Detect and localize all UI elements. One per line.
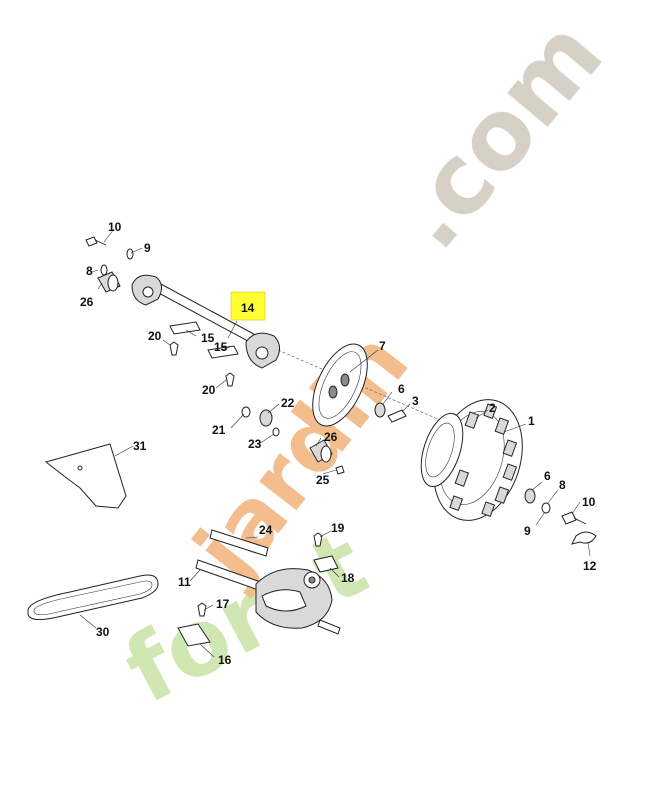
label-14-highlighted[interactable]: 14 <box>241 301 255 315</box>
label-10-top[interactable]: 10 <box>108 220 122 234</box>
gear-parts <box>241 406 345 475</box>
label-26-top[interactable]: 26 <box>80 295 94 309</box>
label-12[interactable]: 12 <box>583 559 597 573</box>
label-3[interactable]: 3 <box>412 394 419 408</box>
highlight-box <box>230 291 266 321</box>
hub-disc <box>312 343 368 427</box>
axle-assembly <box>85 236 441 421</box>
label-7[interactable]: 7 <box>379 339 386 353</box>
label-23[interactable]: 23 <box>248 437 262 451</box>
label-15-upper[interactable]: 15 <box>201 331 215 345</box>
label-19[interactable]: 19 <box>331 521 345 535</box>
label-2[interactable]: 2 <box>489 401 496 415</box>
label-31[interactable]: 31 <box>133 439 147 453</box>
label-22[interactable]: 22 <box>281 396 295 410</box>
label-6-lower[interactable]: 6 <box>544 469 551 483</box>
label-1[interactable]: 1 <box>528 414 535 428</box>
part-labels: 10 9 8 26 14 20 15 15 20 7 6 3 2 1 22 21… <box>80 220 597 667</box>
wheel-fasteners <box>524 488 597 545</box>
cover-plate <box>44 443 127 509</box>
label-9-top[interactable]: 9 <box>144 241 151 255</box>
label-30[interactable]: 30 <box>96 625 110 639</box>
leader-lines <box>79 228 591 658</box>
drive-belt <box>27 574 159 620</box>
label-8-top[interactable]: 8 <box>86 264 93 278</box>
transmission-assembly <box>177 529 341 647</box>
label-25[interactable]: 25 <box>316 473 330 487</box>
label-24[interactable]: 24 <box>259 523 273 537</box>
label-17[interactable]: 17 <box>216 597 230 611</box>
label-15-lower[interactable]: 15 <box>214 340 228 354</box>
label-6-upper[interactable]: 6 <box>398 382 405 396</box>
label-20-lower[interactable]: 20 <box>202 383 216 397</box>
label-9-lower[interactable]: 9 <box>524 524 531 538</box>
label-20-upper[interactable]: 20 <box>148 329 162 343</box>
wheel <box>420 399 523 521</box>
label-21[interactable]: 21 <box>212 423 226 437</box>
bushing-and-pin <box>374 402 407 423</box>
label-26-middle[interactable]: 26 <box>324 430 338 444</box>
label-16[interactable]: 16 <box>218 653 232 667</box>
watermark-text-gray: .com <box>372 0 625 270</box>
label-10-lower[interactable]: 10 <box>582 495 596 509</box>
label-8-lower[interactable]: 8 <box>559 478 566 492</box>
label-11[interactable]: 11 <box>178 575 191 589</box>
label-18[interactable]: 18 <box>341 571 355 585</box>
